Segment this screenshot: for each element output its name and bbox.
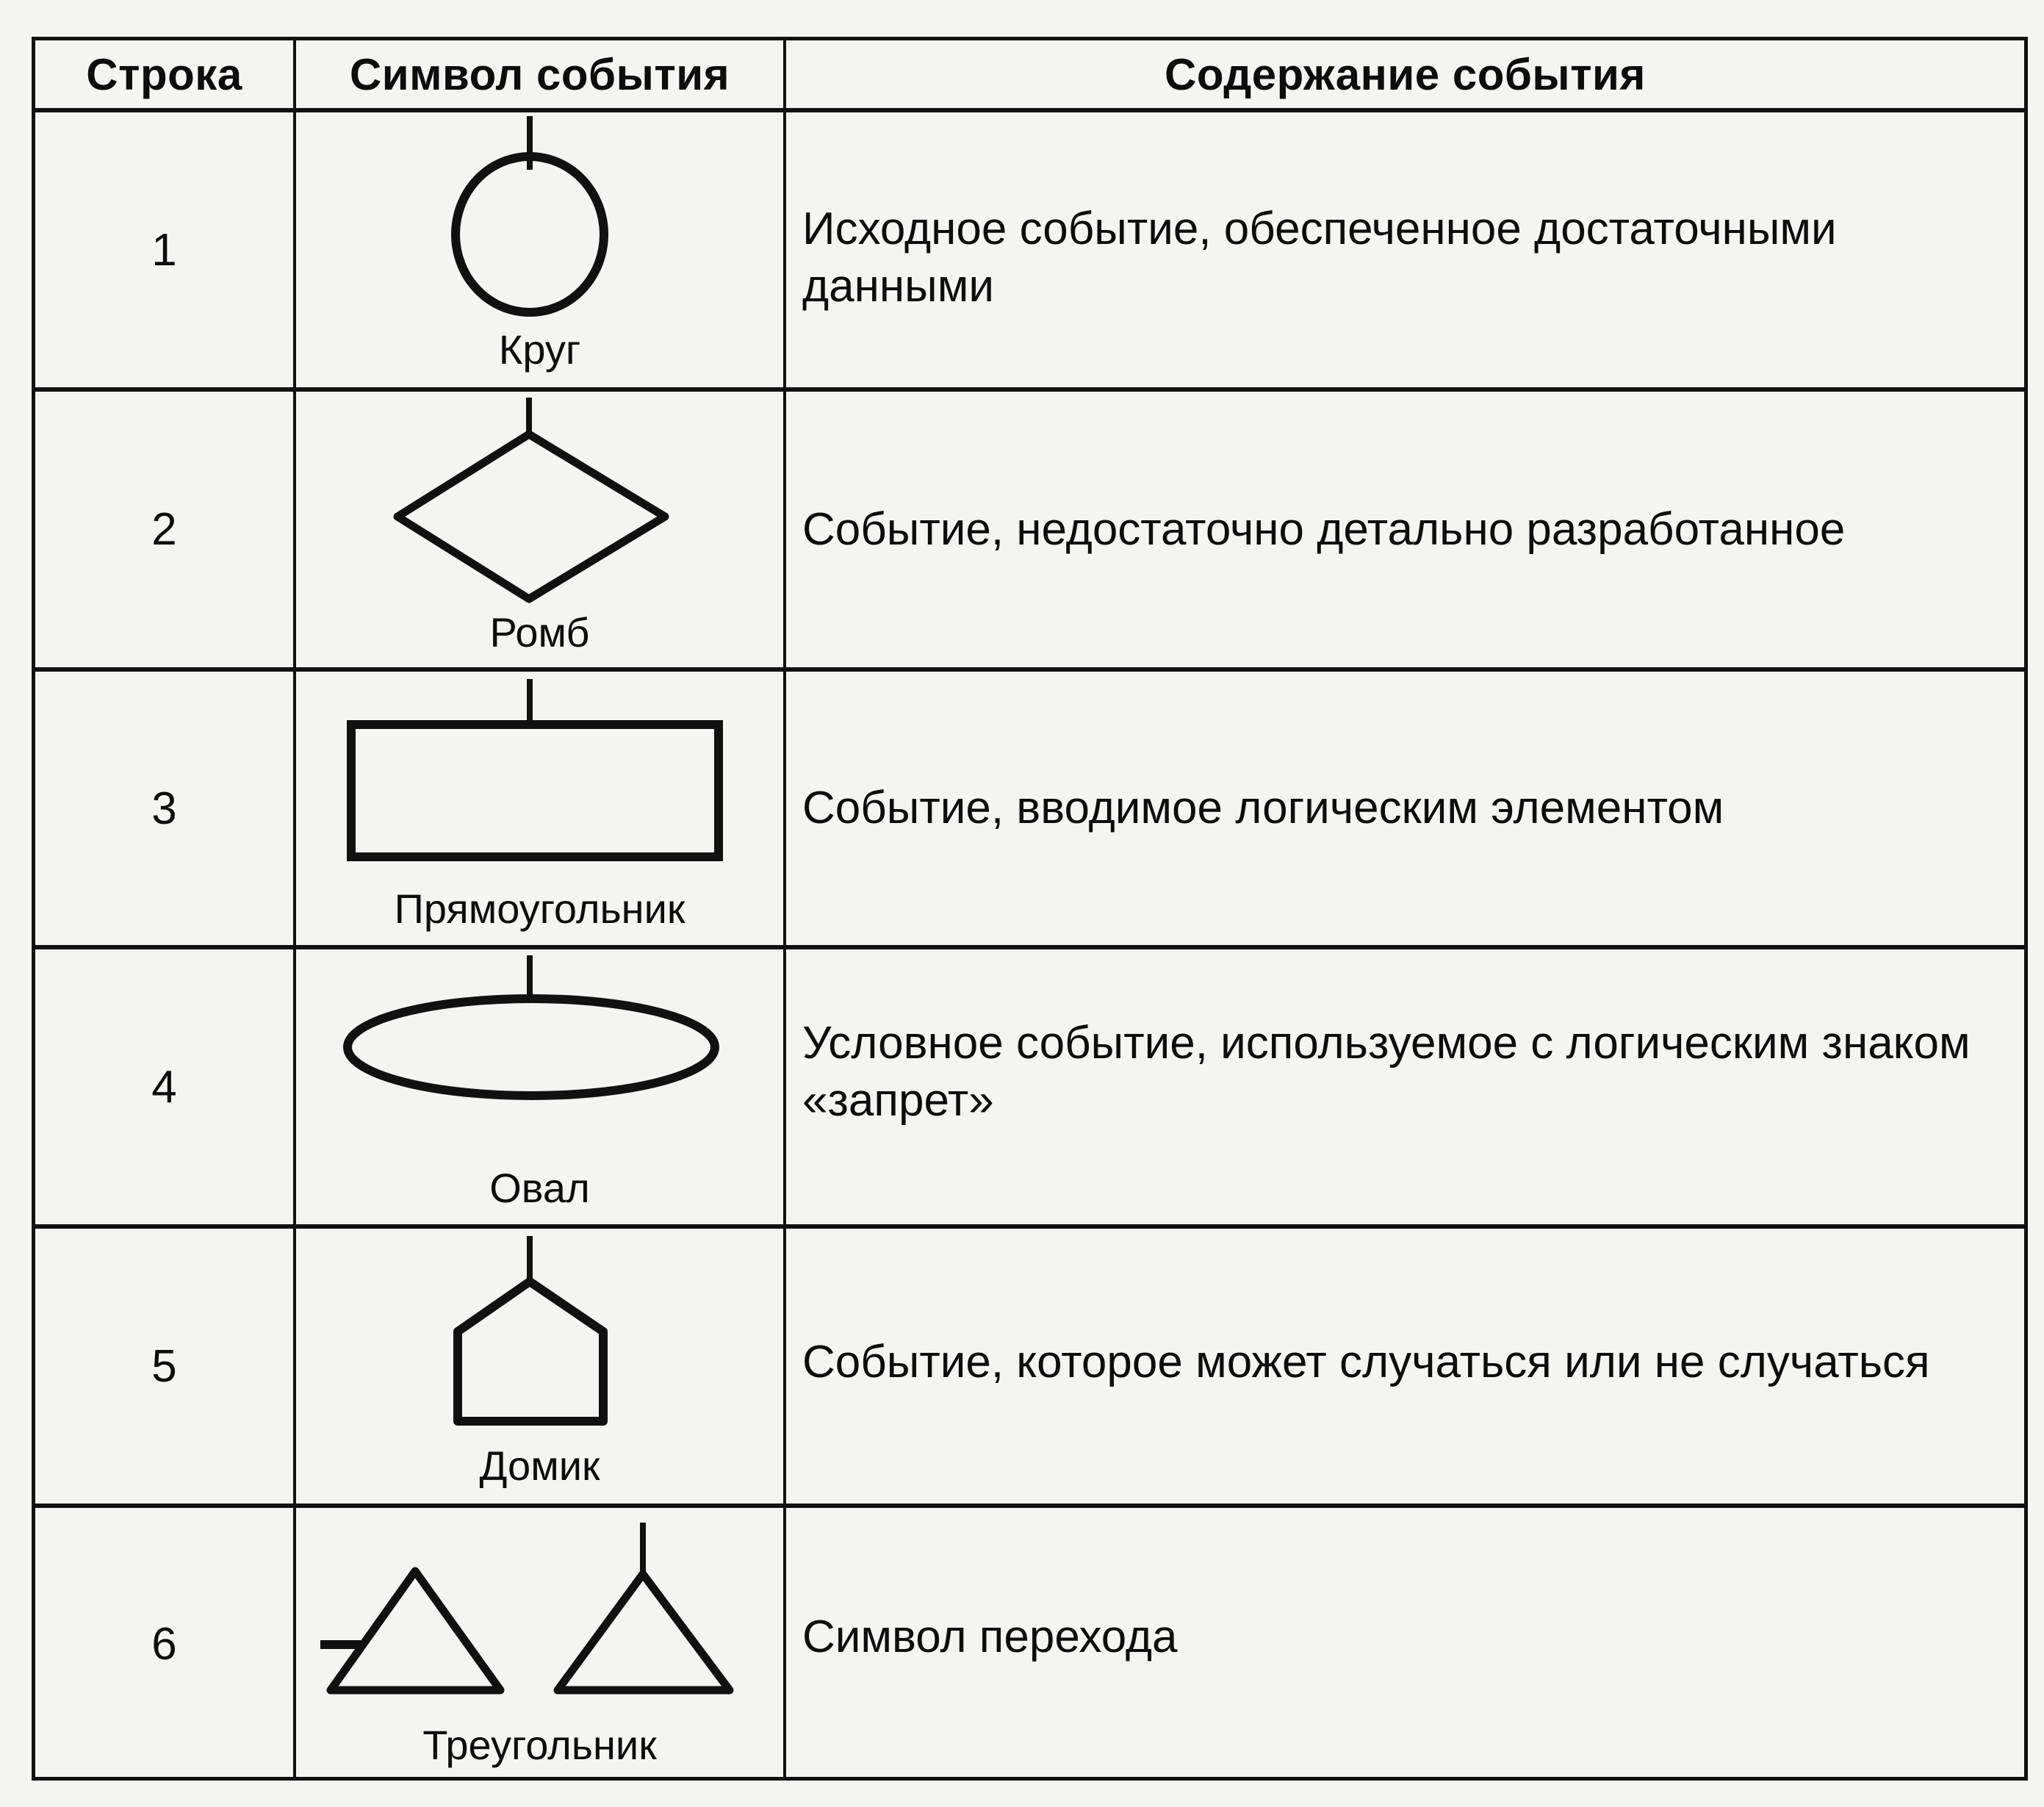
symbol-label: Треугольник [422,1722,657,1768]
row-divider [35,1224,2024,1229]
oval-icon [343,955,719,1100]
row-divider [35,1504,2024,1508]
row-number: 1 [151,224,177,276]
row-number: 4 [151,1061,177,1113]
event-description: Событие, недостаточно детально разработа… [802,503,1846,555]
symbol-label: Домик [479,1443,600,1489]
symbol-label: Круг [498,326,581,373]
row-number: 2 [151,504,177,555]
triangle-icon [320,1523,734,1695]
header-row-number: Строка [86,49,242,99]
column-divider [783,40,786,1777]
row-number: 6 [151,1619,177,1670]
event-description: Событие, которое может случаться или не … [802,1337,1930,1387]
column-divider [293,40,296,1777]
header-content: Содержание события [1165,49,1646,99]
event-description: Символ перехода [802,1611,1178,1662]
event-symbols-table: Строка Символ события Содержание события… [32,37,2028,1781]
circle-icon [451,116,608,317]
row-divider [35,667,2024,672]
row-number: 5 [151,1340,177,1392]
row-divider [35,945,2024,949]
row-divider [35,387,2024,392]
event-description: Условное событие, используемое с логичес… [802,1018,1971,1126]
symbol-label: Ромб [489,609,590,655]
event-description: Исходное событие, обеспеченное достаточн… [802,204,1837,312]
row-divider [35,108,2024,112]
house-icon [453,1236,608,1426]
event-description: Событие, вводимое логическим элементом [802,783,1724,833]
symbol-label: Прямоугольник [394,885,685,932]
row-number: 3 [151,783,177,834]
rectangle-icon [347,679,723,861]
diamond-icon [393,398,669,603]
header-symbol: Символ события [349,49,730,99]
symbol-label: Овал [489,1165,590,1211]
